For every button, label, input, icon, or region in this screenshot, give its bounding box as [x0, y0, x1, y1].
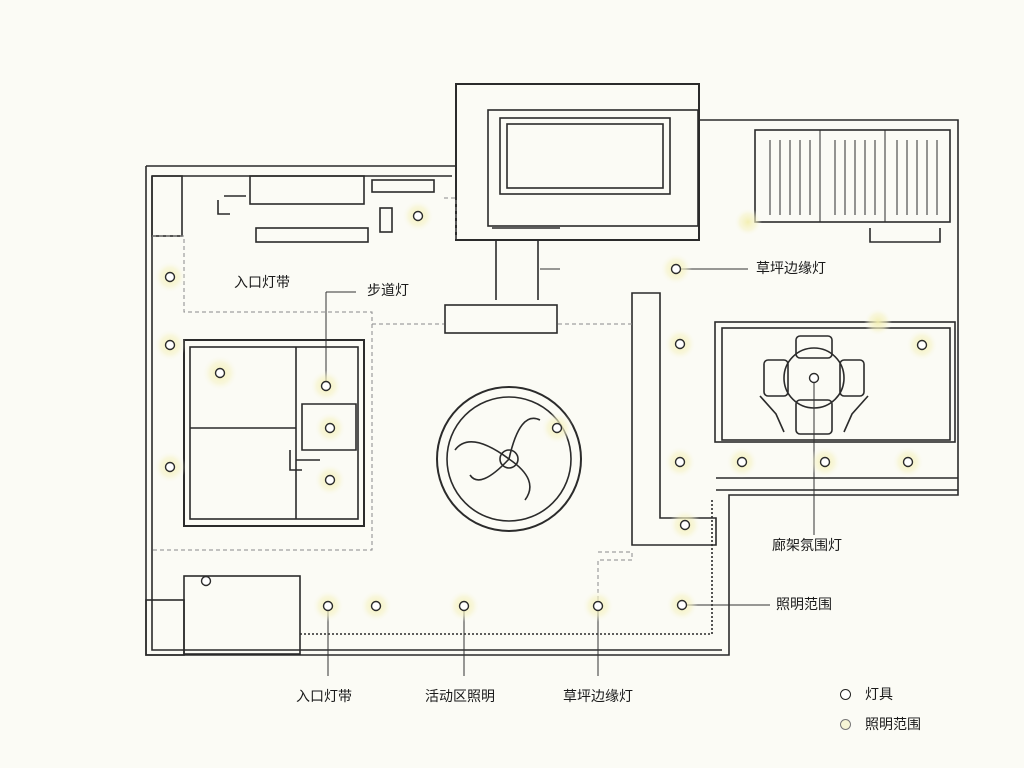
fixture-icon	[840, 688, 851, 700]
round-feature-center	[499, 449, 519, 469]
range-top-link	[444, 197, 457, 240]
fixture	[676, 599, 688, 611]
central-bench	[444, 304, 558, 334]
legend-fixture-label: 灯具	[865, 687, 893, 703]
inner-boundary	[151, 175, 722, 651]
pergola-roof	[754, 129, 951, 223]
range-icon	[840, 718, 851, 730]
corner-block	[151, 175, 183, 237]
fixture	[370, 600, 382, 612]
post	[379, 207, 393, 233]
label-lawn-edge-top: 草坪边缘灯	[756, 261, 826, 277]
bottom-storage	[183, 575, 301, 655]
pergola-wall	[631, 292, 717, 546]
outer-boundary	[145, 119, 959, 656]
fixture	[592, 600, 604, 612]
small-fixture	[217, 195, 246, 215]
fixture	[164, 271, 176, 283]
label-pergola-light: 廊架氛围灯	[772, 538, 842, 554]
fixture	[674, 456, 686, 468]
fixture	[200, 575, 212, 587]
fixture	[674, 338, 686, 350]
range-bottom	[597, 551, 633, 634]
fixture	[322, 600, 334, 612]
round-feature-outer	[436, 386, 582, 532]
chair-left	[763, 359, 789, 397]
top-structure	[455, 83, 700, 241]
legend-range: 照明范围	[840, 714, 921, 734]
fixture	[736, 456, 748, 468]
fixture	[819, 456, 831, 468]
leader-path-light	[325, 291, 356, 384]
top-bench	[249, 175, 365, 205]
top-step	[371, 179, 435, 193]
left-room-stairs	[289, 450, 320, 471]
label-lawn-edge-bottom: 草坪边缘灯	[563, 689, 633, 705]
fixture	[214, 367, 226, 379]
label-entrance-strip-top: 入口灯带	[234, 275, 290, 291]
fixture	[324, 422, 336, 434]
fixture	[458, 600, 470, 612]
fixture	[670, 263, 682, 275]
path-lines	[492, 227, 560, 300]
fixture	[164, 461, 176, 473]
range-left	[152, 235, 373, 551]
light-fixtures	[164, 210, 928, 612]
fixture	[164, 339, 176, 351]
pergola-slats	[769, 130, 938, 222]
left-room	[183, 339, 365, 527]
fixture	[808, 372, 820, 384]
fixture	[412, 210, 424, 222]
round-feature-blades	[454, 417, 541, 501]
top-structure-inner	[487, 109, 699, 227]
legend-range-label: 照明范围	[865, 717, 921, 733]
chair-right	[839, 359, 865, 397]
label-entrance-strip-bottom: 入口灯带	[296, 689, 352, 705]
pergola-area-inner	[721, 327, 951, 441]
label-lighting-range-right: 照明范围	[776, 597, 832, 613]
pergola-base	[716, 477, 958, 491]
fixture	[324, 474, 336, 486]
fixture	[320, 380, 332, 392]
fixture	[902, 456, 914, 468]
label-activity-lighting: 活动区照明	[425, 689, 495, 705]
chair-top	[795, 335, 833, 359]
left-room-partitions	[190, 347, 357, 519]
fixture	[679, 519, 691, 531]
lawn-edge	[300, 500, 713, 635]
top-pool-inner	[506, 123, 664, 189]
chair-extras	[759, 395, 869, 433]
bottom-corner	[145, 599, 185, 656]
label-path-light: 步道灯	[367, 283, 409, 299]
fixture	[916, 339, 928, 351]
legend-fixture: 灯具	[840, 684, 893, 704]
left-room-inner	[189, 346, 359, 520]
fixture	[551, 422, 563, 434]
range-outlines	[152, 197, 633, 634]
top-bench-2	[255, 227, 369, 243]
walls	[145, 83, 959, 656]
top-pool	[499, 117, 671, 195]
pergola-step	[869, 228, 941, 243]
round-feature-inner	[446, 396, 572, 522]
pergola-area	[714, 321, 956, 443]
